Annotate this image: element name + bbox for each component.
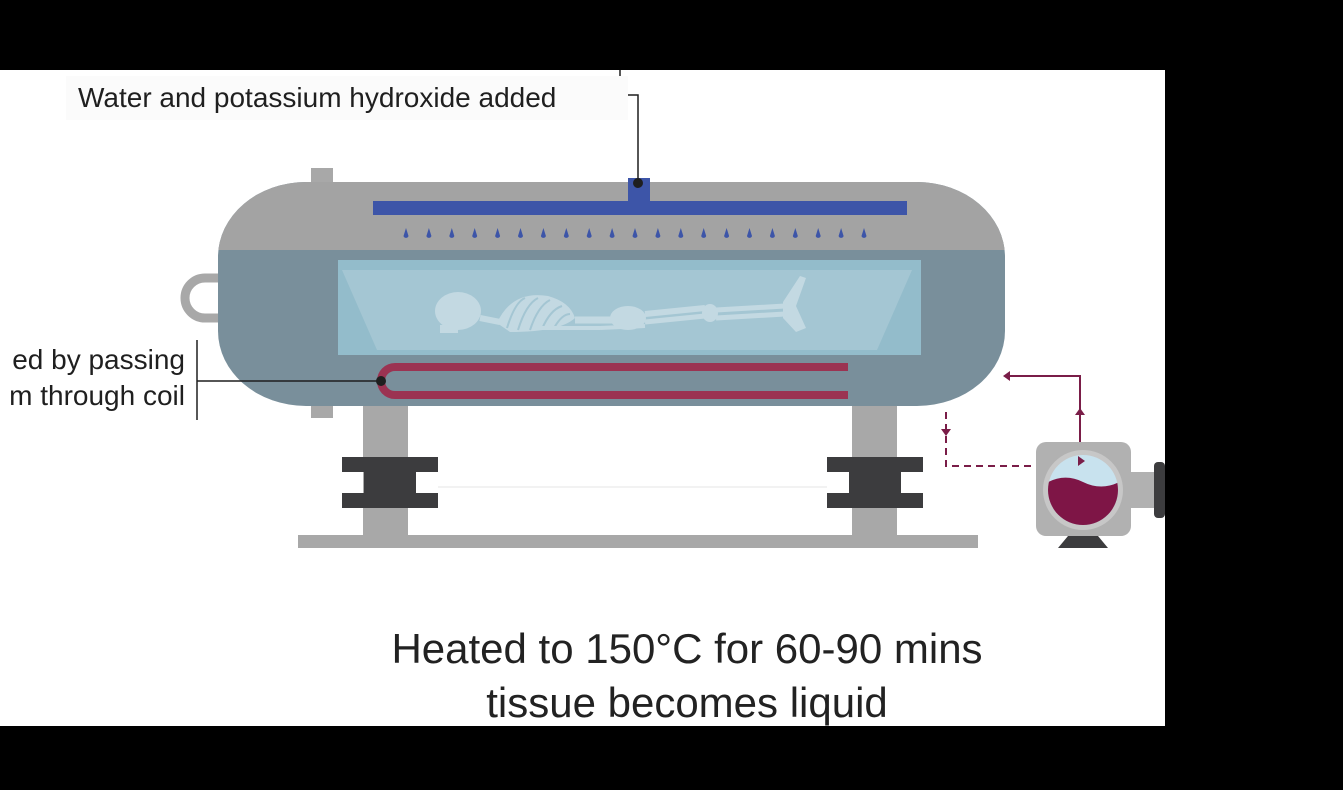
shin-a	[715, 303, 786, 313]
tank-stand	[298, 404, 978, 548]
label-steam-coil-line2: m through coil	[9, 380, 185, 411]
spray-droplet	[632, 228, 638, 238]
diagram-caption: Heated to 150°C for 60-90 mins tissue be…	[300, 622, 1074, 726]
sprayer-bar	[373, 201, 907, 215]
spray-droplet	[609, 228, 615, 238]
spray-droplet	[769, 228, 775, 238]
return-arrow-left	[1003, 371, 1010, 381]
spray-droplets	[403, 228, 867, 238]
label-steam-coil: ed by passing m through coil	[0, 342, 185, 414]
spray-droplet	[495, 228, 501, 238]
spray-droplet	[449, 228, 455, 238]
foot-left	[342, 457, 438, 508]
spray-droplet	[678, 228, 684, 238]
alkaline-hydrolysis-diagram	[180, 70, 1165, 548]
spray-droplet	[655, 228, 661, 238]
caption-line2: tissue becomes liquid	[486, 679, 888, 726]
top-leader-dot	[633, 178, 643, 188]
femur-a	[644, 305, 706, 317]
spray-droplet	[426, 228, 432, 238]
label-steam-coil-line1: ed by passing	[12, 344, 185, 375]
spray-droplet	[586, 228, 592, 238]
feet-bones	[783, 276, 806, 332]
spray-droplet	[815, 228, 821, 238]
skeleton-figure	[435, 276, 806, 333]
rib-lines	[506, 297, 571, 331]
skull	[435, 292, 481, 330]
neck	[479, 315, 501, 325]
foot-right	[827, 457, 923, 508]
return-line	[1006, 375, 1081, 442]
spray-droplet	[518, 228, 523, 238]
pelvis	[610, 306, 646, 330]
base-rail	[298, 535, 978, 548]
femur-b	[644, 313, 706, 325]
knee	[702, 304, 718, 322]
spray-droplet	[792, 228, 798, 238]
spray-droplet	[563, 228, 569, 238]
diagram-canvas: Water and potassium hydroxide added ed b…	[0, 70, 1165, 726]
shin-b	[715, 311, 786, 321]
return-arrow-up	[1075, 408, 1085, 415]
spray-droplet	[403, 228, 409, 238]
forearm	[599, 324, 646, 330]
spray-droplet	[838, 228, 844, 238]
spray-droplet	[724, 228, 730, 238]
hydrolysate-liquid	[1048, 477, 1118, 525]
spray-droplet	[540, 228, 546, 238]
spray-droplet	[747, 228, 752, 238]
circulation-pump	[941, 371, 1165, 548]
pump-inflow-arrow	[1078, 456, 1085, 466]
label-water-potassium-hydroxide: Water and potassium hydroxide added	[66, 76, 628, 120]
left-leader-dot	[376, 376, 386, 386]
caption-line1: Heated to 150°C for 60-90 mins	[391, 625, 983, 672]
spray-droplet	[701, 228, 707, 238]
tank-handle	[180, 273, 220, 323]
pump-foot	[1058, 536, 1108, 548]
drain-arrow-down	[941, 429, 951, 436]
tank-upper-section	[218, 182, 1005, 250]
pump-motor-cap	[1154, 462, 1165, 518]
spray-droplet	[861, 228, 867, 238]
jaw	[440, 325, 458, 333]
spray-droplet	[472, 228, 478, 238]
